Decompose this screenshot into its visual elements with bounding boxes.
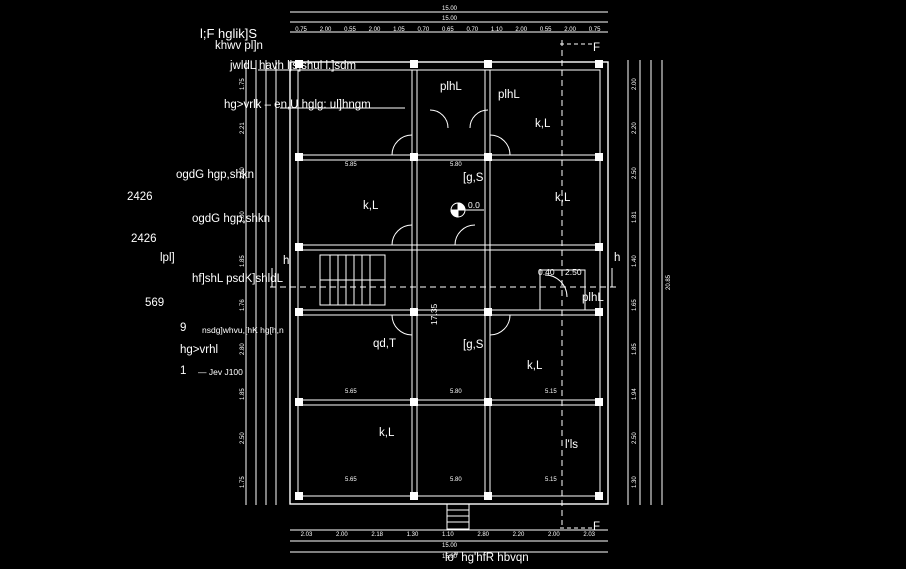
bottom-segment-dim: 2.00	[548, 532, 560, 538]
bottom-segment-dim: 2.00	[336, 532, 348, 538]
overall-dim-top-2: 15.00	[442, 16, 458, 22]
right-segment-dim: 1.81	[632, 211, 638, 223]
left-segment-dim: 1.85	[240, 255, 246, 267]
top-segment-dim: 2.00	[515, 27, 528, 33]
room-width-dim: 5.65	[345, 389, 357, 395]
top-segment-dim: 0.65	[442, 27, 454, 33]
finish-label-2: ogdG hgp,shkn	[192, 213, 271, 225]
top-segment-dim: 0.70	[417, 27, 430, 33]
left-segment-dim: 2.50	[240, 432, 246, 444]
bottom-segment-dim: 2.80	[477, 532, 490, 538]
right-segment-dim: 1.30	[632, 476, 638, 488]
top-segment-dim: 0.70	[466, 27, 479, 33]
room-label-bottom-right: l'ls	[565, 439, 579, 451]
small-room	[539, 269, 586, 311]
vertical-total-dim: 17.35	[429, 303, 439, 325]
top-segment-dim: 0.75	[588, 27, 601, 33]
room-label-low-center: [g,S	[463, 339, 484, 351]
level-marker: 0.0	[468, 200, 480, 210]
room-width-dim: 5.80	[450, 162, 462, 168]
left-segment-dim: 2.60	[240, 166, 246, 179]
title-line-2: khwv pl]n	[215, 40, 263, 52]
level-small: 2.50	[565, 267, 582, 277]
left-segment-dim: 2.21	[240, 122, 246, 135]
top-segment-dim: 1.05	[393, 27, 405, 33]
room-width-dim: 5.15	[545, 389, 557, 395]
floor-note: hg>vrlk – en,U hglg: ul]hngm	[224, 99, 371, 111]
room-width-dim: 5.15	[545, 477, 557, 483]
door-arc	[391, 134, 413, 156]
top-segment-dim: 0.75	[295, 27, 307, 33]
axis-marker-left: h	[283, 255, 290, 267]
right-segment-dim: 2.00	[632, 78, 638, 91]
drawing-caption: lo" hg'hfR hbvqn	[445, 552, 529, 564]
vertical-total-right: 20.85	[666, 274, 672, 290]
right-segment-dim: 2.20	[632, 122, 638, 135]
dim-label-1: 2426	[127, 191, 153, 203]
right-segment-dim: 1.94	[632, 387, 638, 400]
finish-label-1: ogdG hgp,shkn	[176, 169, 255, 181]
stair-note: jwldL havh ljs]shul l.]sdm	[230, 60, 357, 72]
floor-type-label: lpl]	[160, 252, 175, 264]
dim-label-2: 2426	[131, 233, 157, 245]
bottom-segment-dim: 1.30	[406, 532, 419, 538]
top-segment-dim: 2.00	[368, 27, 381, 33]
room-label-mid-left: k,L	[363, 200, 379, 212]
column	[295, 60, 303, 68]
room-label-top-right: k,L	[535, 118, 551, 130]
left-segment-dim: 1.85	[240, 387, 246, 400]
title-line-1: l;F hglik]S	[200, 26, 258, 41]
stair-height-label: hf]shL psdK]shldL	[192, 273, 283, 285]
room-label-low-right: k,L	[527, 360, 543, 372]
scale-value: 1	[180, 365, 187, 377]
scale-label: hg>vrhl	[180, 344, 219, 356]
top-segment-dim: 1.10	[490, 27, 503, 33]
overall-dim-bottom-2: 15.00	[442, 554, 458, 560]
room-width-dim: 5.80	[450, 477, 462, 483]
right-segment-dim: 2.50	[632, 166, 638, 179]
opening-small: 0.40	[538, 267, 555, 277]
bottom-segment-dim: 2.18	[371, 532, 384, 538]
room-label-small: plhL	[498, 89, 520, 101]
right-segment-dim: 1.65	[632, 299, 638, 312]
right-segment-dim: 1.40	[632, 255, 638, 267]
dim-label-4: 9	[180, 322, 187, 334]
scale-unit: — Jev J100	[198, 367, 243, 377]
room-width-dim: 5.85	[345, 162, 357, 168]
room-label-low-left: qd,T	[373, 338, 397, 350]
right-segment-dim: 1.85	[632, 343, 638, 356]
room-label-bottom-left: k,L	[379, 427, 395, 439]
section-marker-bottom: F	[593, 521, 601, 533]
left-segment-dim: 1.76	[240, 299, 246, 312]
left-segment-dim: 1.75	[240, 78, 246, 91]
overall-dim-bottom: 15.00	[442, 543, 458, 549]
left-segment-dim: 2.80	[240, 343, 246, 356]
room-label-top-center: plhL	[440, 81, 462, 93]
bottom-segment-dim: 2.20	[512, 532, 525, 538]
right-segment-dim: 2.50	[632, 432, 638, 444]
room-width-dim: 5.80	[450, 389, 462, 395]
section-marker-top: F	[593, 42, 601, 54]
bottom-segment-dim: 2.03	[583, 532, 596, 538]
axis-marker-right: h	[614, 252, 621, 264]
room-width-dim: 5.65	[345, 477, 357, 483]
bottom-segment-dim: 1.10	[442, 532, 454, 538]
top-segment-dim: 0.55	[344, 27, 356, 33]
room-label-side-small: plhL	[582, 292, 604, 304]
room-label-mid-right: k,L	[555, 192, 571, 204]
dim-label-3: 569	[145, 297, 165, 309]
top-segment-dim: 2.00	[564, 27, 576, 33]
top-segment-dim: 0.55	[539, 27, 552, 33]
overall-dim-top: 15.00	[442, 6, 458, 12]
bottom-segment-dim: 2.03	[300, 532, 313, 538]
room-label-mid-center: [g,S	[463, 172, 484, 184]
left-segment-dim: 1.75	[240, 476, 246, 488]
top-segment-dim: 2.00	[319, 27, 332, 33]
inner-wall	[297, 69, 601, 497]
detail-note: nsdg]whvu,[hK hg[h,n	[202, 325, 284, 335]
left-segment-dim: 2.00	[240, 211, 246, 223]
